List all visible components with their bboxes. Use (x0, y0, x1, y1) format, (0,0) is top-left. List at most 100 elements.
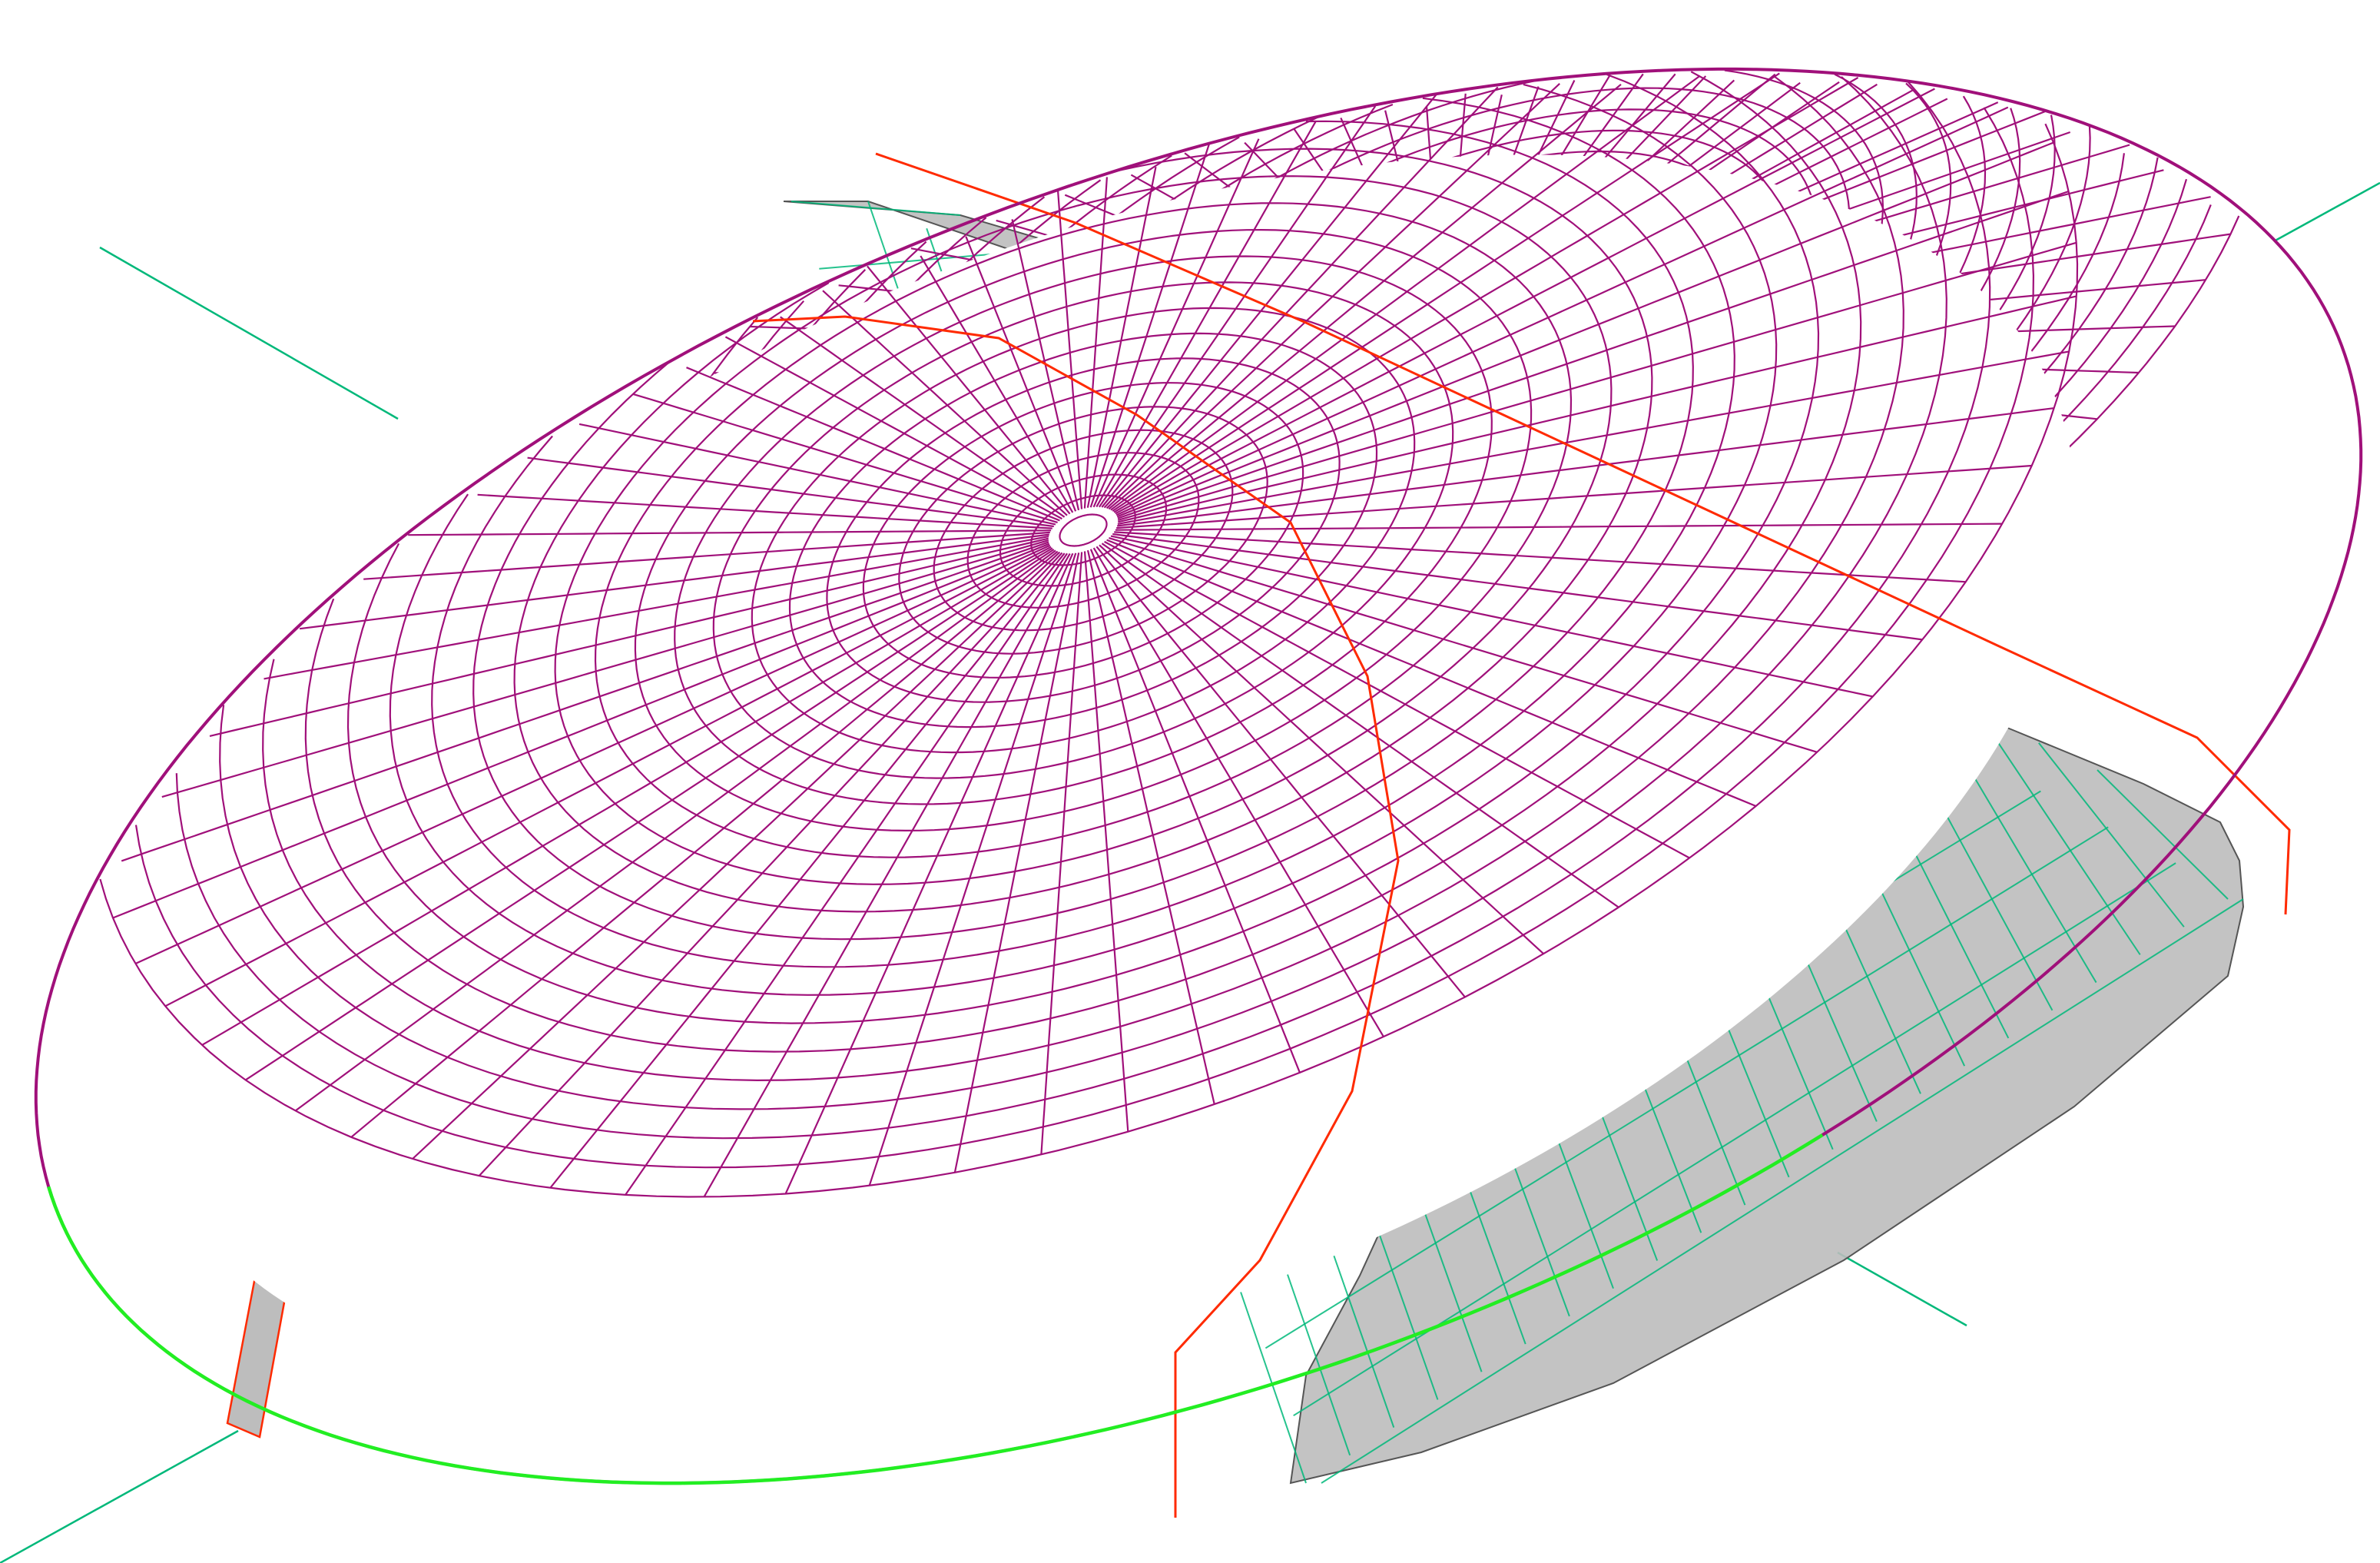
meridian-line (822, 290, 1068, 516)
meridian-line (625, 553, 1069, 1196)
meridian-line (363, 531, 1050, 580)
meridian-line (1110, 75, 1701, 511)
meridian-line (1083, 551, 1129, 1132)
seam-line-back (875, 152, 2291, 915)
meridian-line (686, 367, 1060, 522)
meridian-line (1089, 549, 1301, 1074)
meridian-line (478, 552, 1063, 1176)
band-grid-line (1321, 898, 2244, 1484)
meridian-line (134, 544, 1051, 965)
meridian-line (1086, 166, 1157, 508)
meridian-line (164, 546, 1052, 1007)
meridian-line (1099, 544, 1544, 955)
meridian-line (1101, 94, 1437, 508)
axis-segment-lower-right (1837, 1251, 1967, 1327)
seam-lines (752, 152, 2291, 1518)
band-grid-line (2097, 769, 2229, 900)
meridian-line (201, 547, 1053, 1046)
front-cap-mesh (99, 71, 2079, 1198)
meridian-line (1117, 190, 2070, 519)
meridian-line (264, 536, 1049, 680)
band-grid-line (1979, 715, 2141, 955)
meridian-line (299, 533, 1049, 630)
meridian-line (244, 549, 1055, 1081)
meridian-line (121, 541, 1049, 862)
meridian-line (1117, 241, 2077, 521)
meridian-line (1086, 549, 1215, 1105)
parallel-ring (1606, 73, 1802, 244)
meridian-line (1113, 76, 1859, 513)
band-grid-line (791, 201, 961, 216)
meridian-line (1114, 531, 1966, 583)
base-rim-highlight (47, 1133, 1824, 1485)
parallel-ring (1116, 148, 1639, 309)
axis-segment-lower-left (0, 1429, 239, 1563)
meridian-line (953, 553, 1080, 1173)
meridian-line (578, 423, 1056, 526)
meridian-line (1105, 82, 1560, 509)
meridian-line (1116, 464, 2032, 529)
parallel-ring (1422, 97, 1720, 277)
meridian-line (1115, 106, 2009, 516)
parallel-ring (1690, 71, 1843, 227)
parallel-ring (1059, 513, 1108, 547)
meridian-line (867, 265, 1071, 515)
meridian-line (549, 553, 1066, 1189)
parallel-ring (99, 142, 2079, 1198)
meridian-line (1089, 143, 1211, 508)
seam-line-front (752, 315, 1400, 1518)
meridian-line (161, 539, 1049, 798)
meridian-line (1112, 533, 1923, 641)
band-grid-line (1265, 826, 2109, 1349)
meridian-line (1117, 407, 2054, 527)
meridian-line (724, 336, 1062, 520)
meridian-line (1092, 138, 1260, 508)
meridian-line (408, 529, 1052, 536)
meridian-line (1098, 105, 1377, 508)
parallel-ring (1962, 95, 1974, 114)
surface-mesh (99, 69, 2240, 1398)
meridian-line (632, 393, 1058, 523)
meridian-line (294, 549, 1056, 1112)
meridian-line (1106, 539, 1757, 808)
meridian-line (350, 550, 1059, 1138)
meridian-line (1096, 120, 1317, 508)
meridian-line (527, 456, 1054, 528)
parallel-ring (1523, 83, 1761, 260)
meridian-line (1092, 547, 1384, 1037)
parallel-ring (2044, 123, 2055, 143)
parallel-ring (346, 243, 1820, 1024)
parallel-ring (513, 282, 1653, 913)
meridian-line (780, 316, 1066, 518)
meridian-line (1104, 540, 1690, 859)
parallel-ring (134, 159, 2035, 1169)
meridian-line (965, 236, 1077, 512)
meridian-line (1115, 88, 1935, 515)
meridian-line (1040, 552, 1083, 1155)
meridian-line (1096, 546, 1466, 998)
axis-segment-upper-left (99, 246, 399, 420)
meridian-line (703, 553, 1071, 1198)
band-grid-line (2038, 742, 2185, 928)
meridian-line (1108, 83, 1622, 510)
meridian-line (920, 255, 1074, 513)
meridian-line (1116, 141, 2054, 518)
meridian-line (1101, 543, 1619, 908)
parallel-ring (1841, 76, 1927, 194)
coordinate-axes (0, 181, 2380, 1563)
outline-rims (34, 67, 2363, 1485)
parallel-ring (1834, 73, 1907, 144)
meridian-line (1109, 537, 1818, 753)
parallel-ring (1305, 120, 1679, 293)
parallel-ring (304, 227, 1862, 1053)
meridian-line (1118, 295, 2077, 523)
meridian-line (412, 551, 1061, 1160)
meridian-line (112, 543, 1050, 919)
meridian-line (1117, 350, 2070, 525)
meridian-line (1110, 535, 1874, 698)
meridian-line (209, 537, 1049, 737)
meridian-line (868, 553, 1077, 1186)
meridian-line (1115, 523, 2003, 531)
